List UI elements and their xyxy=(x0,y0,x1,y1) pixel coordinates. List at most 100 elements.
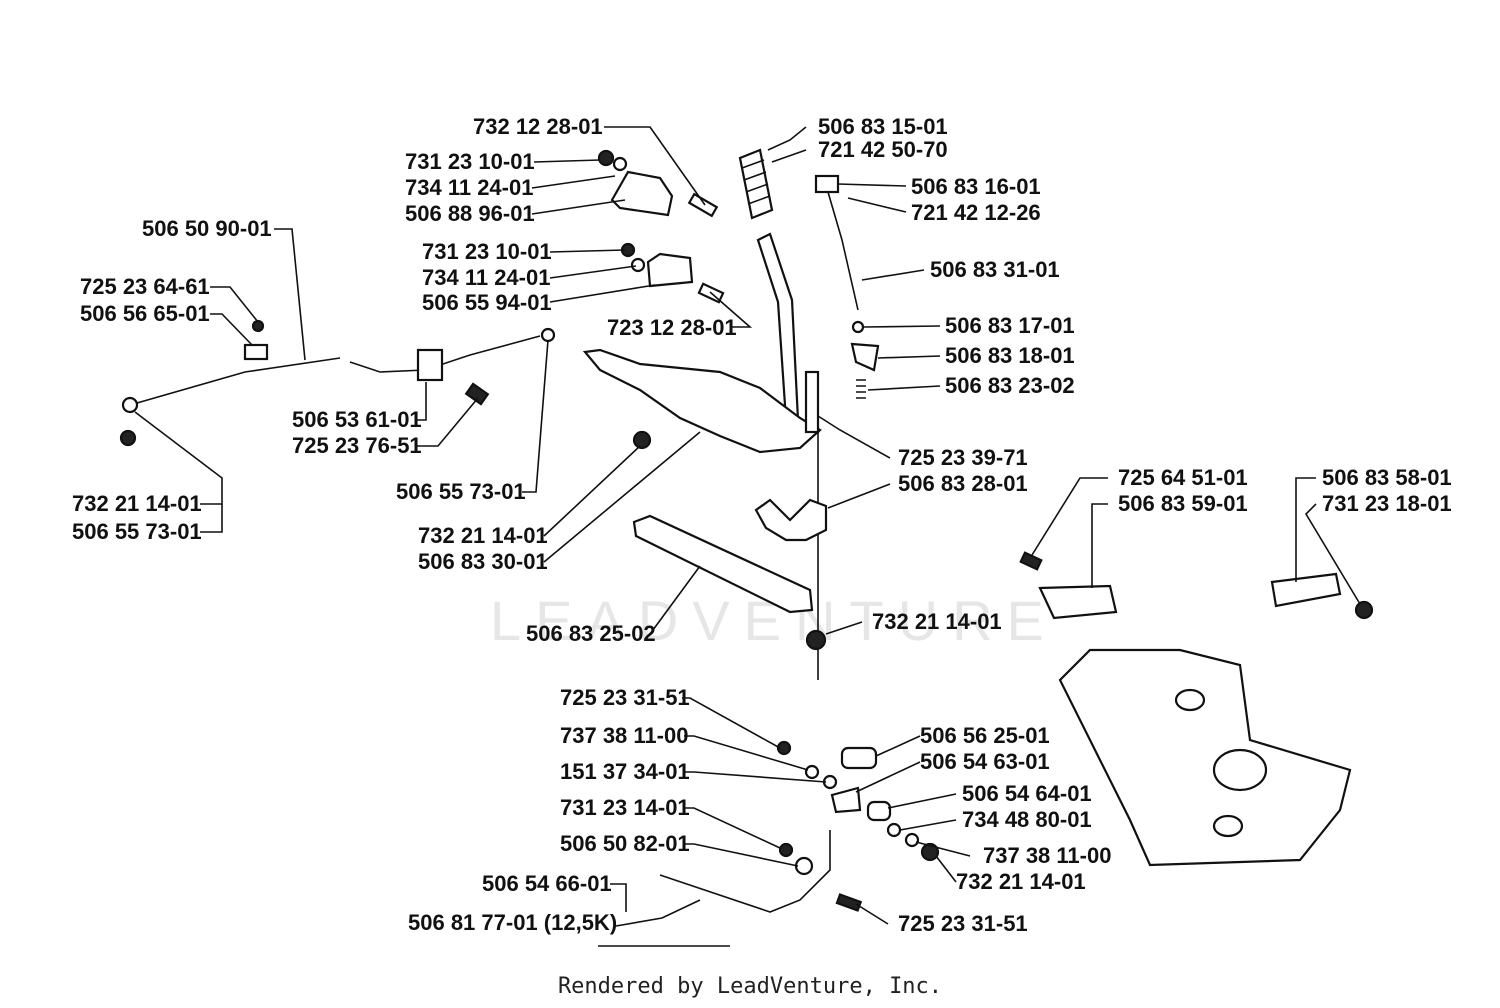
label-732-21-14-01-a: 732 21 14-01 xyxy=(72,491,202,516)
bushing xyxy=(866,800,892,822)
lever-knob-boot xyxy=(738,148,774,220)
label-506-83-17-01: 506 83 17-01 xyxy=(945,313,1075,338)
boot-ribs xyxy=(741,159,771,205)
saddle-clamp xyxy=(754,498,828,542)
label-725-23-64-61: 725 23 64-61 xyxy=(80,274,210,299)
housing-bore xyxy=(1212,748,1268,792)
label-506-83-28-01: 506 83 28-01 xyxy=(898,471,1028,496)
label-506-83-15-01: 506 83 15-01 xyxy=(818,114,948,139)
washer-lower-c xyxy=(886,822,902,838)
bracket-right-b xyxy=(1270,572,1342,608)
label-506-56-25-01: 506 56 25-01 xyxy=(920,723,1050,748)
cable-left-segment xyxy=(129,357,341,406)
nut-lower-b xyxy=(920,842,940,862)
washer-d xyxy=(630,257,646,273)
washer-lower-a xyxy=(804,764,820,780)
cable-mid-segment xyxy=(349,335,541,373)
label-506-53-61-01: 506 53 61-01 xyxy=(292,407,422,432)
label-506-83-58-01: 506 83 58-01 xyxy=(1322,465,1452,490)
control-rod xyxy=(827,191,859,311)
label-732-21-14-01-b: 732 21 14-01 xyxy=(418,523,548,548)
nut-bar xyxy=(805,629,827,651)
label-506-54-66-01: 506 54 66-01 xyxy=(482,871,612,896)
bolt-a xyxy=(687,192,719,218)
spring xyxy=(856,379,866,399)
label-723-12-28-01: 723 12 28-01 xyxy=(607,315,737,340)
label-506-83-31-01: 506 83 31-01 xyxy=(930,257,1060,282)
label-506-81-77-01: 506 81 77-01 (12,5K) xyxy=(408,910,617,935)
linkage-arm xyxy=(830,786,862,814)
part-labels: 732 12 28-01 731 23 10-01 734 11 24-01 5… xyxy=(72,114,1452,936)
gear-housing xyxy=(1058,648,1352,867)
bracket-upper xyxy=(610,170,674,217)
bracket-right-a xyxy=(1038,584,1118,620)
guide-bar xyxy=(632,514,814,614)
label-725-23-76-51: 725 23 76-51 xyxy=(292,433,422,458)
bolt-cable xyxy=(835,893,863,912)
rod-end xyxy=(814,174,840,194)
label-151-37-34-01: 151 37 34-01 xyxy=(560,759,690,784)
lower-cable xyxy=(659,830,831,913)
label-734-11-24-01-a: 734 11 24-01 xyxy=(405,175,533,200)
leader-lines xyxy=(134,126,1361,927)
label-734-48-80-01: 734 48 80-01 xyxy=(962,807,1092,832)
part-shapes xyxy=(119,148,1374,947)
label-506-88-96-01: 506 88 96-01 xyxy=(405,201,535,226)
rendered-by-footer: Rendered by LeadVenture, Inc. xyxy=(557,974,943,999)
label-506-50-90-01: 506 50 90-01 xyxy=(142,216,272,241)
nut-small xyxy=(119,429,137,447)
label-506-55-94-01: 506 55 94-01 xyxy=(422,290,552,315)
label-731-23-18-01: 731 23 18-01 xyxy=(1322,491,1452,516)
label-725-23-39-71: 725 23 39-71 xyxy=(898,445,1028,470)
cable-clip xyxy=(794,856,814,876)
label-506-83-59-01: 506 83 59-01 xyxy=(1118,491,1248,516)
nut-right-b xyxy=(1354,600,1374,620)
washer-b xyxy=(612,156,628,172)
label-506-50-82-01: 506 50 82-01 xyxy=(560,831,690,856)
washer-lower-d xyxy=(904,832,920,848)
housing-shaft-b xyxy=(1212,814,1244,838)
vertical-bolt xyxy=(804,370,820,434)
nut-lower xyxy=(778,842,794,858)
label-506-83-16-01: 506 83 16-01 xyxy=(911,174,1041,199)
label-731-23-10-01-a: 731 23 10-01 xyxy=(405,149,535,174)
cable-clamp xyxy=(243,343,269,361)
label-506-54-64-01: 506 54 64-01 xyxy=(962,781,1092,806)
label-721-42-50-70: 721 42 50-70 xyxy=(818,137,948,162)
housing-shaft-a xyxy=(1174,688,1206,712)
linkage-pivot xyxy=(840,746,878,770)
label-732-21-14-01-c: 732 21 14-01 xyxy=(872,609,1002,634)
rod-bracket xyxy=(850,342,880,372)
rod-clip xyxy=(851,320,865,334)
label-725-64-51-01: 725 64 51-01 xyxy=(1118,465,1248,490)
label-725-23-31-51-b: 725 23 31-51 xyxy=(898,911,1028,936)
bolt-head xyxy=(464,382,490,406)
label-506-83-18-01: 506 83 18-01 xyxy=(945,343,1075,368)
bolt-right-a xyxy=(1019,551,1043,571)
label-734-11-24-01-b: 734 11 24-01 xyxy=(422,265,550,290)
bolt-lower xyxy=(776,740,792,756)
label-737-38-11-00-b: 737 38 11-00 xyxy=(983,843,1111,868)
label-737-38-11-00-a: 737 38 11-00 xyxy=(560,723,688,748)
label-506-55-73-01-a: 506 55 73-01 xyxy=(396,479,526,504)
label-721-42-12-26: 721 42 12-26 xyxy=(911,200,1041,225)
label-506-83-23-02: 506 83 23-02 xyxy=(945,373,1075,398)
label-725-23-31-51-a: 725 23 31-51 xyxy=(560,685,690,710)
cable-end-ball xyxy=(121,396,139,414)
label-731-23-10-01-b: 731 23 10-01 xyxy=(422,239,552,264)
washer-a xyxy=(597,149,615,167)
shift-plate xyxy=(582,348,822,454)
nut-plate xyxy=(632,430,652,450)
screw-head xyxy=(251,319,265,333)
label-731-23-14-01: 731 23 14-01 xyxy=(560,795,690,820)
label-506-83-30-01: 506 83 30-01 xyxy=(418,549,548,574)
label-506-54-63-01: 506 54 63-01 xyxy=(920,749,1050,774)
label-732-21-14-01-d: 732 21 14-01 xyxy=(956,869,1086,894)
bracket-middle xyxy=(646,252,694,288)
label-506-83-25-02: 506 83 25-02 xyxy=(526,621,656,646)
label-732-12-28-01-top: 732 12 28-01 xyxy=(473,114,603,139)
label-506-55-73-01-b: 506 55 73-01 xyxy=(72,519,202,544)
label-506-56-65-01: 506 56 65-01 xyxy=(80,301,210,326)
